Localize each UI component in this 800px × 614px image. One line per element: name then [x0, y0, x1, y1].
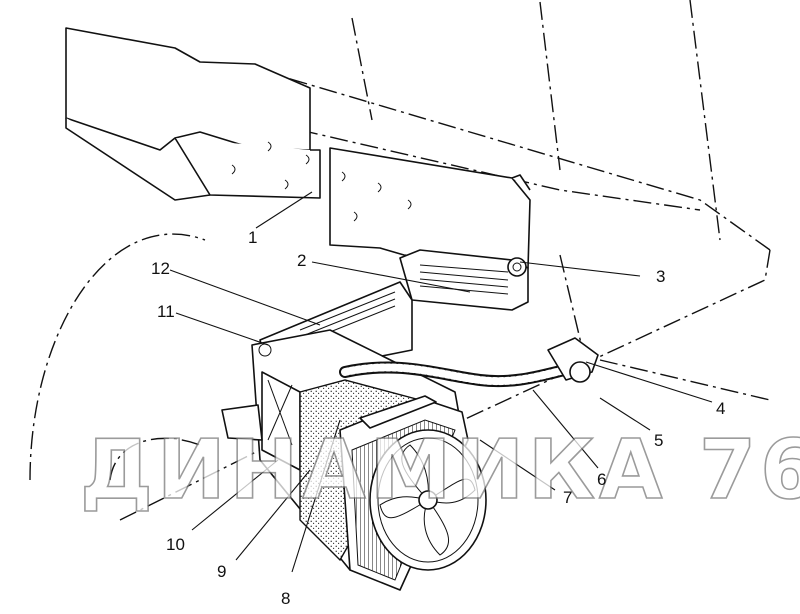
callout-6: 6 [597, 470, 606, 489]
callout-labels: 1 2 3 4 5 6 7 8 9 10 11 12 [151, 228, 725, 608]
callout-8: 8 [281, 589, 290, 608]
hose-fitting [547, 337, 599, 383]
callout-4: 4 [716, 399, 725, 418]
callout-9: 9 [217, 562, 226, 581]
rail-bolt-holes [231, 141, 412, 222]
mounting-bracket [399, 249, 529, 311]
fan [369, 429, 487, 571]
callout-3: 3 [656, 267, 665, 286]
callout-7: 7 [563, 488, 572, 507]
callout-5: 5 [654, 431, 663, 450]
frame-rail [65, 27, 531, 269]
callout-2: 2 [297, 251, 306, 270]
callout-11: 11 [157, 302, 175, 321]
callout-10: 10 [166, 535, 185, 554]
leader-lines [169, 191, 713, 573]
callout-12: 12 [151, 259, 170, 278]
callout-1: 1 [248, 228, 257, 247]
bracket-bolt [507, 257, 527, 277]
corrugated-hose [339, 361, 581, 388]
watermark: ДИНАМИКА 76 [80, 423, 800, 518]
